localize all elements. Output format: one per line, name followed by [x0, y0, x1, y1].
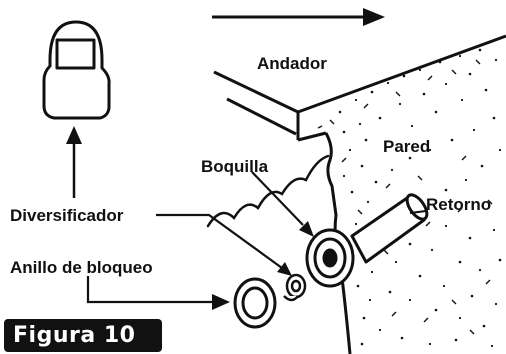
label-diversificador: Diversificador [10, 206, 124, 225]
pool-wall-edge [324, 132, 352, 354]
label-andador: Andador [257, 54, 327, 73]
figure-badge [4, 319, 162, 352]
label-boquilla: Boquilla [201, 157, 269, 176]
diverter-icon [42, 20, 111, 120]
flow-arrow [212, 8, 385, 26]
wall-texture [338, 48, 502, 348]
leader-anillo [86, 276, 230, 310]
return-pipe [350, 193, 429, 264]
label-retorno: Retorno [426, 195, 491, 214]
label-pared: Pared [383, 137, 430, 156]
leader-boquilla [251, 171, 314, 237]
leader-retorno [409, 210, 427, 214]
nozzle-fitting [305, 228, 355, 288]
locking-ring [233, 277, 277, 329]
diverter-icon-arrow [66, 126, 82, 198]
pool-deck [213, 34, 506, 142]
water-line [206, 154, 330, 228]
diverter-part [283, 273, 307, 302]
label-anillo-de-bloqueo: Anillo de bloqueo [10, 258, 153, 277]
figure-label: Figura 10 [13, 323, 136, 348]
leader-diversificador [156, 213, 292, 276]
